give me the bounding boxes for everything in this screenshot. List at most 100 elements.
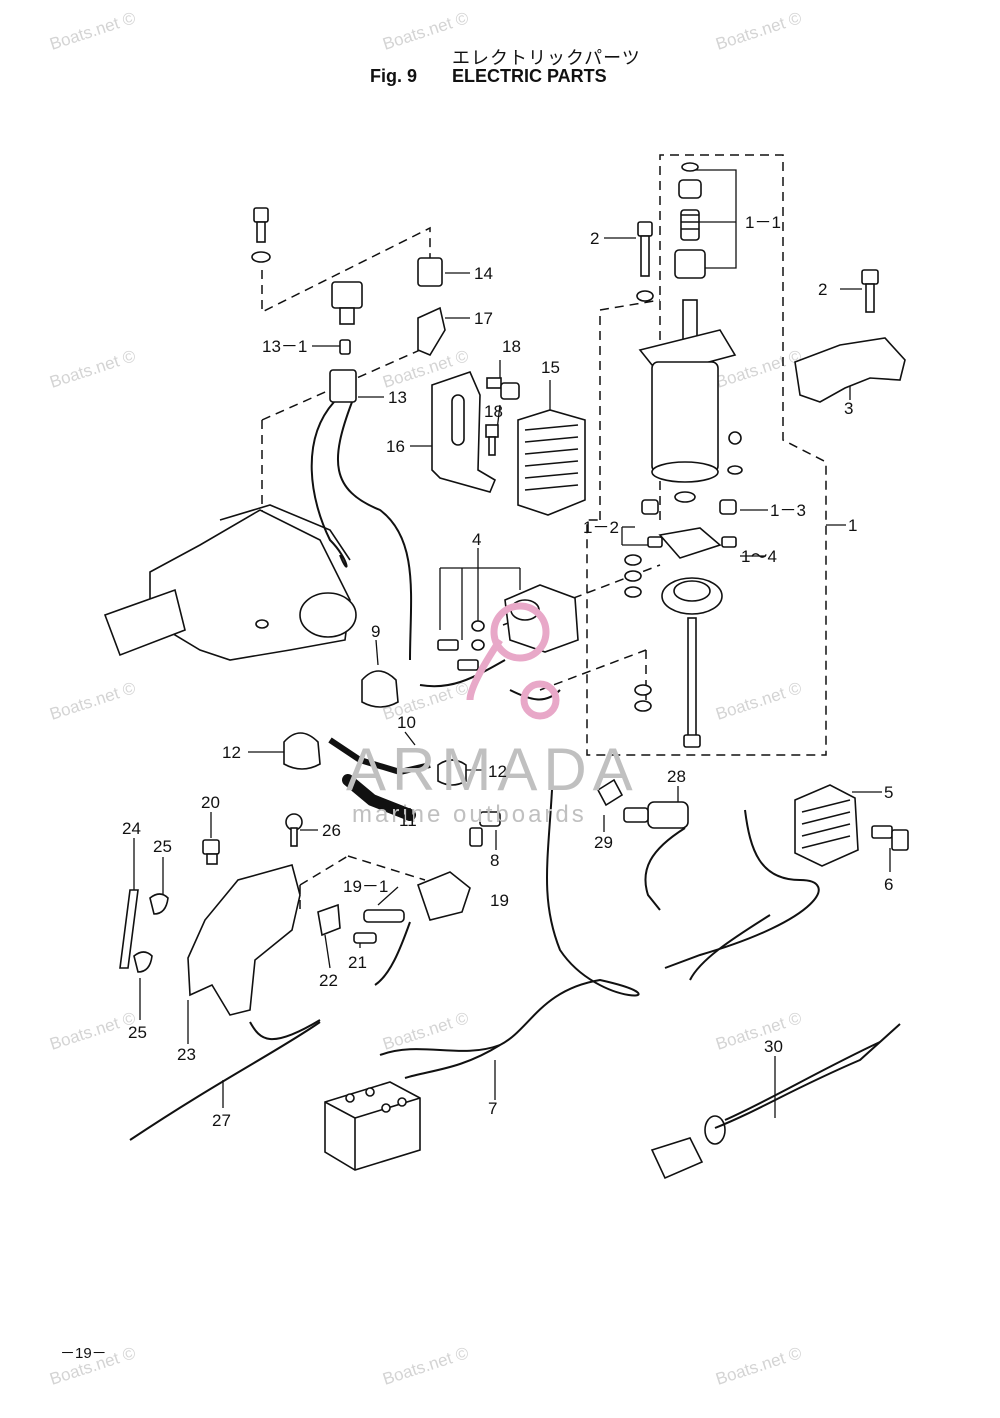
bolt-26: [285, 813, 303, 847]
callout-18: 18: [484, 402, 503, 421]
callout-1-4: 1～4: [741, 547, 777, 566]
bracket-3: [794, 337, 906, 403]
watermark-text: Boats.net ©: [713, 1008, 804, 1054]
callout-15: 15: [541, 358, 560, 377]
bolt: [253, 207, 269, 223]
callout-29: 29: [594, 833, 613, 852]
armada-logo-watermark: ARMADA marine outboards: [346, 602, 639, 828]
armada-brand-text: ARMADA: [346, 736, 639, 803]
callout-12: 12: [222, 743, 241, 762]
callout-11: 11: [399, 811, 417, 830]
callout-1-3: 1－3: [770, 501, 806, 520]
callout-3: 3: [844, 399, 853, 418]
tube-11: [342, 774, 416, 821]
callout-13-1: 13－1: [262, 337, 307, 356]
watermark-text: Boats.net ©: [380, 1008, 471, 1054]
callout-9: 9: [371, 622, 380, 641]
washer: [624, 570, 642, 582]
starter-cable: [336, 401, 413, 661]
starter-group-outline: [586, 154, 827, 756]
bolt-2-right: [861, 269, 879, 313]
clip-25a: [149, 893, 169, 915]
bolt-6: [871, 825, 909, 851]
bolt-18-top: [486, 377, 520, 400]
callout-8: 8: [490, 851, 499, 870]
terminal-cap-12b: [437, 759, 467, 786]
callout-19: 19: [490, 891, 509, 910]
engine-bracket-housing: [103, 504, 357, 661]
clamp-22: [317, 903, 341, 937]
leader-lines: [133, 169, 891, 1118]
connector-19: [416, 871, 471, 921]
lever-24: [119, 889, 139, 969]
callout-20: 20: [201, 793, 220, 812]
through-bolt: [683, 617, 701, 748]
relay-top: [331, 281, 363, 309]
callout-2: 2: [590, 229, 599, 248]
clip-25b: [133, 951, 153, 973]
bracket-23: [187, 864, 301, 1016]
watermark-text: Boats.net ©: [47, 346, 138, 392]
cable-10: [328, 737, 431, 776]
pin-21: [353, 932, 377, 944]
callout-28: 28: [667, 767, 686, 786]
armada-brand-subtext: marine outboards: [352, 801, 587, 828]
parts: [103, 162, 909, 1180]
regulator-5: [794, 784, 859, 867]
callout-30: 30: [764, 1037, 783, 1056]
terminal-cap-9: [361, 670, 399, 708]
washer: [634, 684, 652, 696]
washer: [624, 586, 642, 598]
callout-21: 21: [348, 953, 367, 972]
callout-27: 27: [212, 1111, 231, 1130]
callout-24: 24: [122, 819, 141, 838]
figure-title: ELECTRIC PARTS: [452, 66, 607, 86]
callout-26: 26: [322, 821, 341, 840]
end-plate: [661, 577, 723, 615]
callout-1-1: 1－1: [745, 213, 781, 232]
figure-number: Fig. 9: [370, 66, 418, 86]
relay-13: [329, 369, 357, 403]
callout-14: 14: [474, 264, 493, 283]
bolt-20: [202, 839, 220, 865]
bolt-2-top: [636, 221, 654, 302]
clamp-29: [596, 778, 624, 807]
callout-labels: 1－1 2 2 3 14 17 13－1 18 13 15 18 16 1－2 …: [122, 213, 893, 1130]
washer: [251, 251, 271, 263]
regulator-wire: [664, 809, 820, 969]
battery: [324, 1081, 421, 1171]
relay-wire: [310, 401, 348, 568]
key-switch-28: [623, 801, 689, 829]
callout-19-1: 19－1: [343, 877, 388, 896]
starter-pinion-parts: [674, 162, 706, 279]
callout-23: 23: [177, 1045, 196, 1064]
callout-16: 16: [386, 437, 405, 456]
page-number: －19－: [60, 1345, 107, 1362]
bracket-group-outline: [261, 226, 431, 314]
callout-1-2: 1－2: [583, 518, 619, 537]
watermark-text: Boats.net ©: [47, 8, 138, 54]
fuse-13-1: [339, 339, 351, 355]
pin-19-1: [363, 909, 405, 923]
cable-27: [129, 1021, 321, 1141]
figure-title-japanese: エレクトリックパーツ: [452, 48, 641, 68]
callout-6: 6: [884, 875, 893, 894]
callout-12: 12: [488, 762, 507, 781]
callout-2: 2: [818, 280, 827, 299]
bolt-18-lower: [485, 424, 499, 456]
watermark-text: Boats.net ©: [713, 8, 804, 54]
watermark-text: Boats.net ©: [713, 1343, 804, 1389]
callout-13: 13: [388, 388, 407, 407]
callout-17: 17: [474, 309, 493, 328]
rectifier-15: [517, 409, 586, 516]
callout-10: 10: [397, 713, 416, 732]
washer: [624, 554, 642, 566]
watermark-text: Boats.net ©: [713, 678, 804, 724]
watermark-text: Boats.net ©: [47, 1008, 138, 1054]
bracket-17: [417, 306, 446, 357]
battery-cable-7: [379, 789, 640, 1056]
callout-25: 25: [153, 837, 172, 856]
armada-logo-mark: [466, 602, 560, 720]
